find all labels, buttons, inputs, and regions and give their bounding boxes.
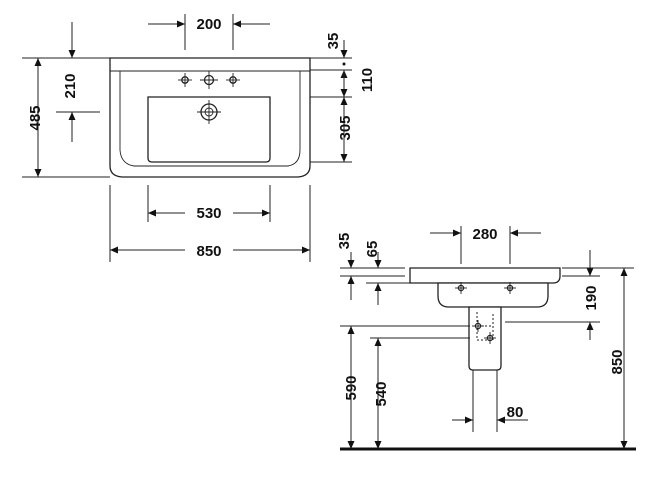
dim-pedestal-top: 540 <box>370 337 470 449</box>
bowl-outline <box>147 96 271 163</box>
tap-hole-right <box>226 73 240 87</box>
dim-label-305: 305 <box>337 115 354 140</box>
dim-rim-offset: 35 <box>310 33 352 78</box>
side-basin-top <box>409 267 561 284</box>
dim-tap-to-bowl: 110 <box>310 68 376 98</box>
dim-bowl-depth: 305 <box>310 97 354 163</box>
dim-label-210: 210 <box>62 73 79 98</box>
dim-label-65: 65 <box>364 241 381 258</box>
side-waste-symbol-1 <box>472 320 484 332</box>
dim-label-850-height: 850 <box>609 349 626 374</box>
dim-label-280: 280 <box>472 226 497 243</box>
dim-pedestal-foot: 80 <box>452 370 528 432</box>
dim-label-35-top: 35 <box>325 33 342 50</box>
dim-label-200: 200 <box>196 16 221 33</box>
dim-label-110: 110 <box>359 68 376 92</box>
top-view: 200 485 210 35 <box>22 14 376 262</box>
side-pedestal <box>468 306 502 371</box>
dim-label-590: 590 <box>343 375 360 400</box>
dim-tap-spacing: 200 <box>148 14 270 50</box>
dim-bowl-width: 530 <box>147 185 271 222</box>
side-view: 280 35 65 590 <box>336 226 636 451</box>
side-tap-right <box>504 282 516 294</box>
tap-hole-center <box>200 71 218 89</box>
dim-label-485: 485 <box>27 105 44 130</box>
dim-pedestal-width: 280 <box>430 226 541 264</box>
tap-hole-left <box>178 73 192 87</box>
dim-label-530: 530 <box>196 205 221 222</box>
dim-overall-width: 850 <box>109 185 311 262</box>
dim-label-850-width: 850 <box>196 243 221 260</box>
dim-tap-depth: 210 <box>56 22 100 142</box>
dim-waste-height: 590 <box>340 325 470 449</box>
dim-basin-drop: 190 <box>505 250 600 340</box>
dim-label-35-side: 35 <box>336 233 353 250</box>
dim-rim-thickness: 35 65 <box>336 233 432 305</box>
dim-label-80: 80 <box>507 404 524 421</box>
dim-rim-height: 850 <box>562 267 634 449</box>
side-waste-symbol-2 <box>484 332 496 344</box>
basin-front-curve <box>119 71 301 167</box>
dim-label-190: 190 <box>583 285 600 310</box>
side-tap-left <box>455 282 467 294</box>
dim-label-540: 540 <box>373 381 390 406</box>
side-basin-bowl <box>437 282 549 308</box>
